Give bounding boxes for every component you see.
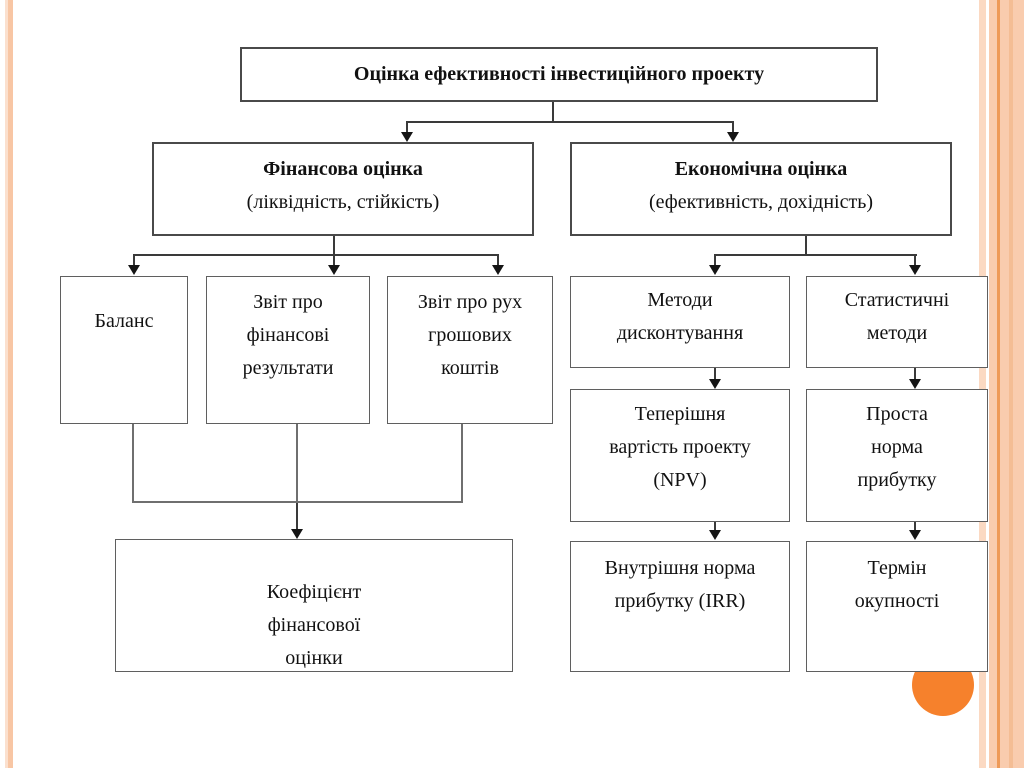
economic-node-subtitle: (ефективність, дохідність) xyxy=(648,191,874,213)
discounting-methods-node: Методи дисконтування xyxy=(570,276,790,368)
connector-merge-balance xyxy=(132,424,134,503)
connector-merge-drop xyxy=(296,503,298,531)
coefficient-node: Коефіцієнт фінансової оцінки xyxy=(115,539,513,672)
arrow-into-economic xyxy=(727,132,739,142)
connector-merge-income xyxy=(296,424,298,503)
root-node-label: Оцінка ефективності інвестиційного проек… xyxy=(353,63,765,85)
connector-economic-horizontal xyxy=(714,254,917,256)
connector-root-left-drop xyxy=(406,121,408,133)
arrow-into-simple-rate xyxy=(909,379,921,389)
cash-flow-node-label: Звіт про рух грошових коштів xyxy=(417,291,523,379)
cash-flow-node: Звіт про рух грошових коштів xyxy=(387,276,553,424)
arrow-into-irr xyxy=(709,530,721,540)
connector-merge-cashflow xyxy=(461,424,463,503)
irr-node-label: Внутрішня норма прибутку (IRR) xyxy=(604,557,756,612)
right-band-soft-line xyxy=(1009,0,1013,768)
arrow-into-statistical xyxy=(909,265,921,275)
connector-discounting-npv xyxy=(714,368,716,381)
connector-root-stub xyxy=(552,102,554,123)
coefficient-node-label: Коефіцієнт фінансової оцінки xyxy=(266,581,362,669)
payback-node-label: Термін окупності xyxy=(854,557,940,612)
arrow-into-income xyxy=(328,265,340,275)
connector-drop-cashflow xyxy=(497,254,499,266)
arrow-into-cashflow xyxy=(492,265,504,275)
connector-npv-irr xyxy=(714,522,716,532)
arrow-into-balance xyxy=(128,265,140,275)
financial-node-subtitle: (ліквідність, стійкість) xyxy=(246,191,440,213)
left-border-stripe-pale xyxy=(5,0,8,768)
arrow-into-financial xyxy=(401,132,413,142)
discounting-methods-node-label: Методи дисконтування xyxy=(616,289,744,344)
root-node: Оцінка ефективності інвестиційного проек… xyxy=(240,47,878,102)
income-statement-node: Звіт про фінансові результати xyxy=(206,276,370,424)
connector-drop-balance xyxy=(133,254,135,266)
connector-economic-stub xyxy=(805,234,807,256)
connector-simple-payback xyxy=(914,522,916,532)
right-border-band xyxy=(989,0,1024,768)
left-border-stripe-main xyxy=(8,0,13,768)
payback-node: Термін окупності xyxy=(806,541,988,672)
connector-root-horizontal xyxy=(406,121,734,123)
connector-financial-stub xyxy=(333,236,335,256)
arrow-into-discounting xyxy=(709,265,721,275)
connector-statistical-simple xyxy=(914,368,916,381)
npv-node: Теперішня вартість проекту (NPV) xyxy=(570,389,790,522)
arrow-into-npv xyxy=(709,379,721,389)
npv-node-label: Теперішня вартість проекту (NPV) xyxy=(609,403,751,491)
income-statement-node-label: Звіт про фінансові результати xyxy=(242,291,334,379)
connector-drop-income xyxy=(333,254,335,266)
right-band-dark-line xyxy=(997,0,1000,768)
economic-evaluation-node: Економічна оцінка (ефективність, дохідні… xyxy=(570,142,952,236)
simple-rate-node-label: Проста норма прибутку xyxy=(857,403,937,491)
statistical-methods-node-label: Статистичні методи xyxy=(844,289,950,344)
connector-merge-horizontal xyxy=(132,501,463,503)
connector-drop-discounting xyxy=(714,254,716,266)
statistical-methods-node: Статистичні методи xyxy=(806,276,988,368)
connector-root-right-drop xyxy=(732,121,734,133)
balance-node: Баланс xyxy=(60,276,188,424)
connector-drop-statistical xyxy=(914,254,916,266)
arrow-into-coefficient xyxy=(291,529,303,539)
simple-rate-node: Проста норма прибутку xyxy=(806,389,988,522)
right-border-stripe-pale xyxy=(979,0,986,768)
financial-evaluation-node: Фінансова оцінка (ліквідність, стійкість… xyxy=(152,142,534,236)
irr-node: Внутрішня норма прибутку (IRR) xyxy=(570,541,790,672)
economic-node-title: Економічна оцінка xyxy=(674,158,848,180)
balance-node-label: Баланс xyxy=(94,310,154,332)
connector-financial-horizontal xyxy=(133,254,499,256)
arrow-into-payback xyxy=(909,530,921,540)
financial-node-title: Фінансова оцінка xyxy=(263,158,423,180)
